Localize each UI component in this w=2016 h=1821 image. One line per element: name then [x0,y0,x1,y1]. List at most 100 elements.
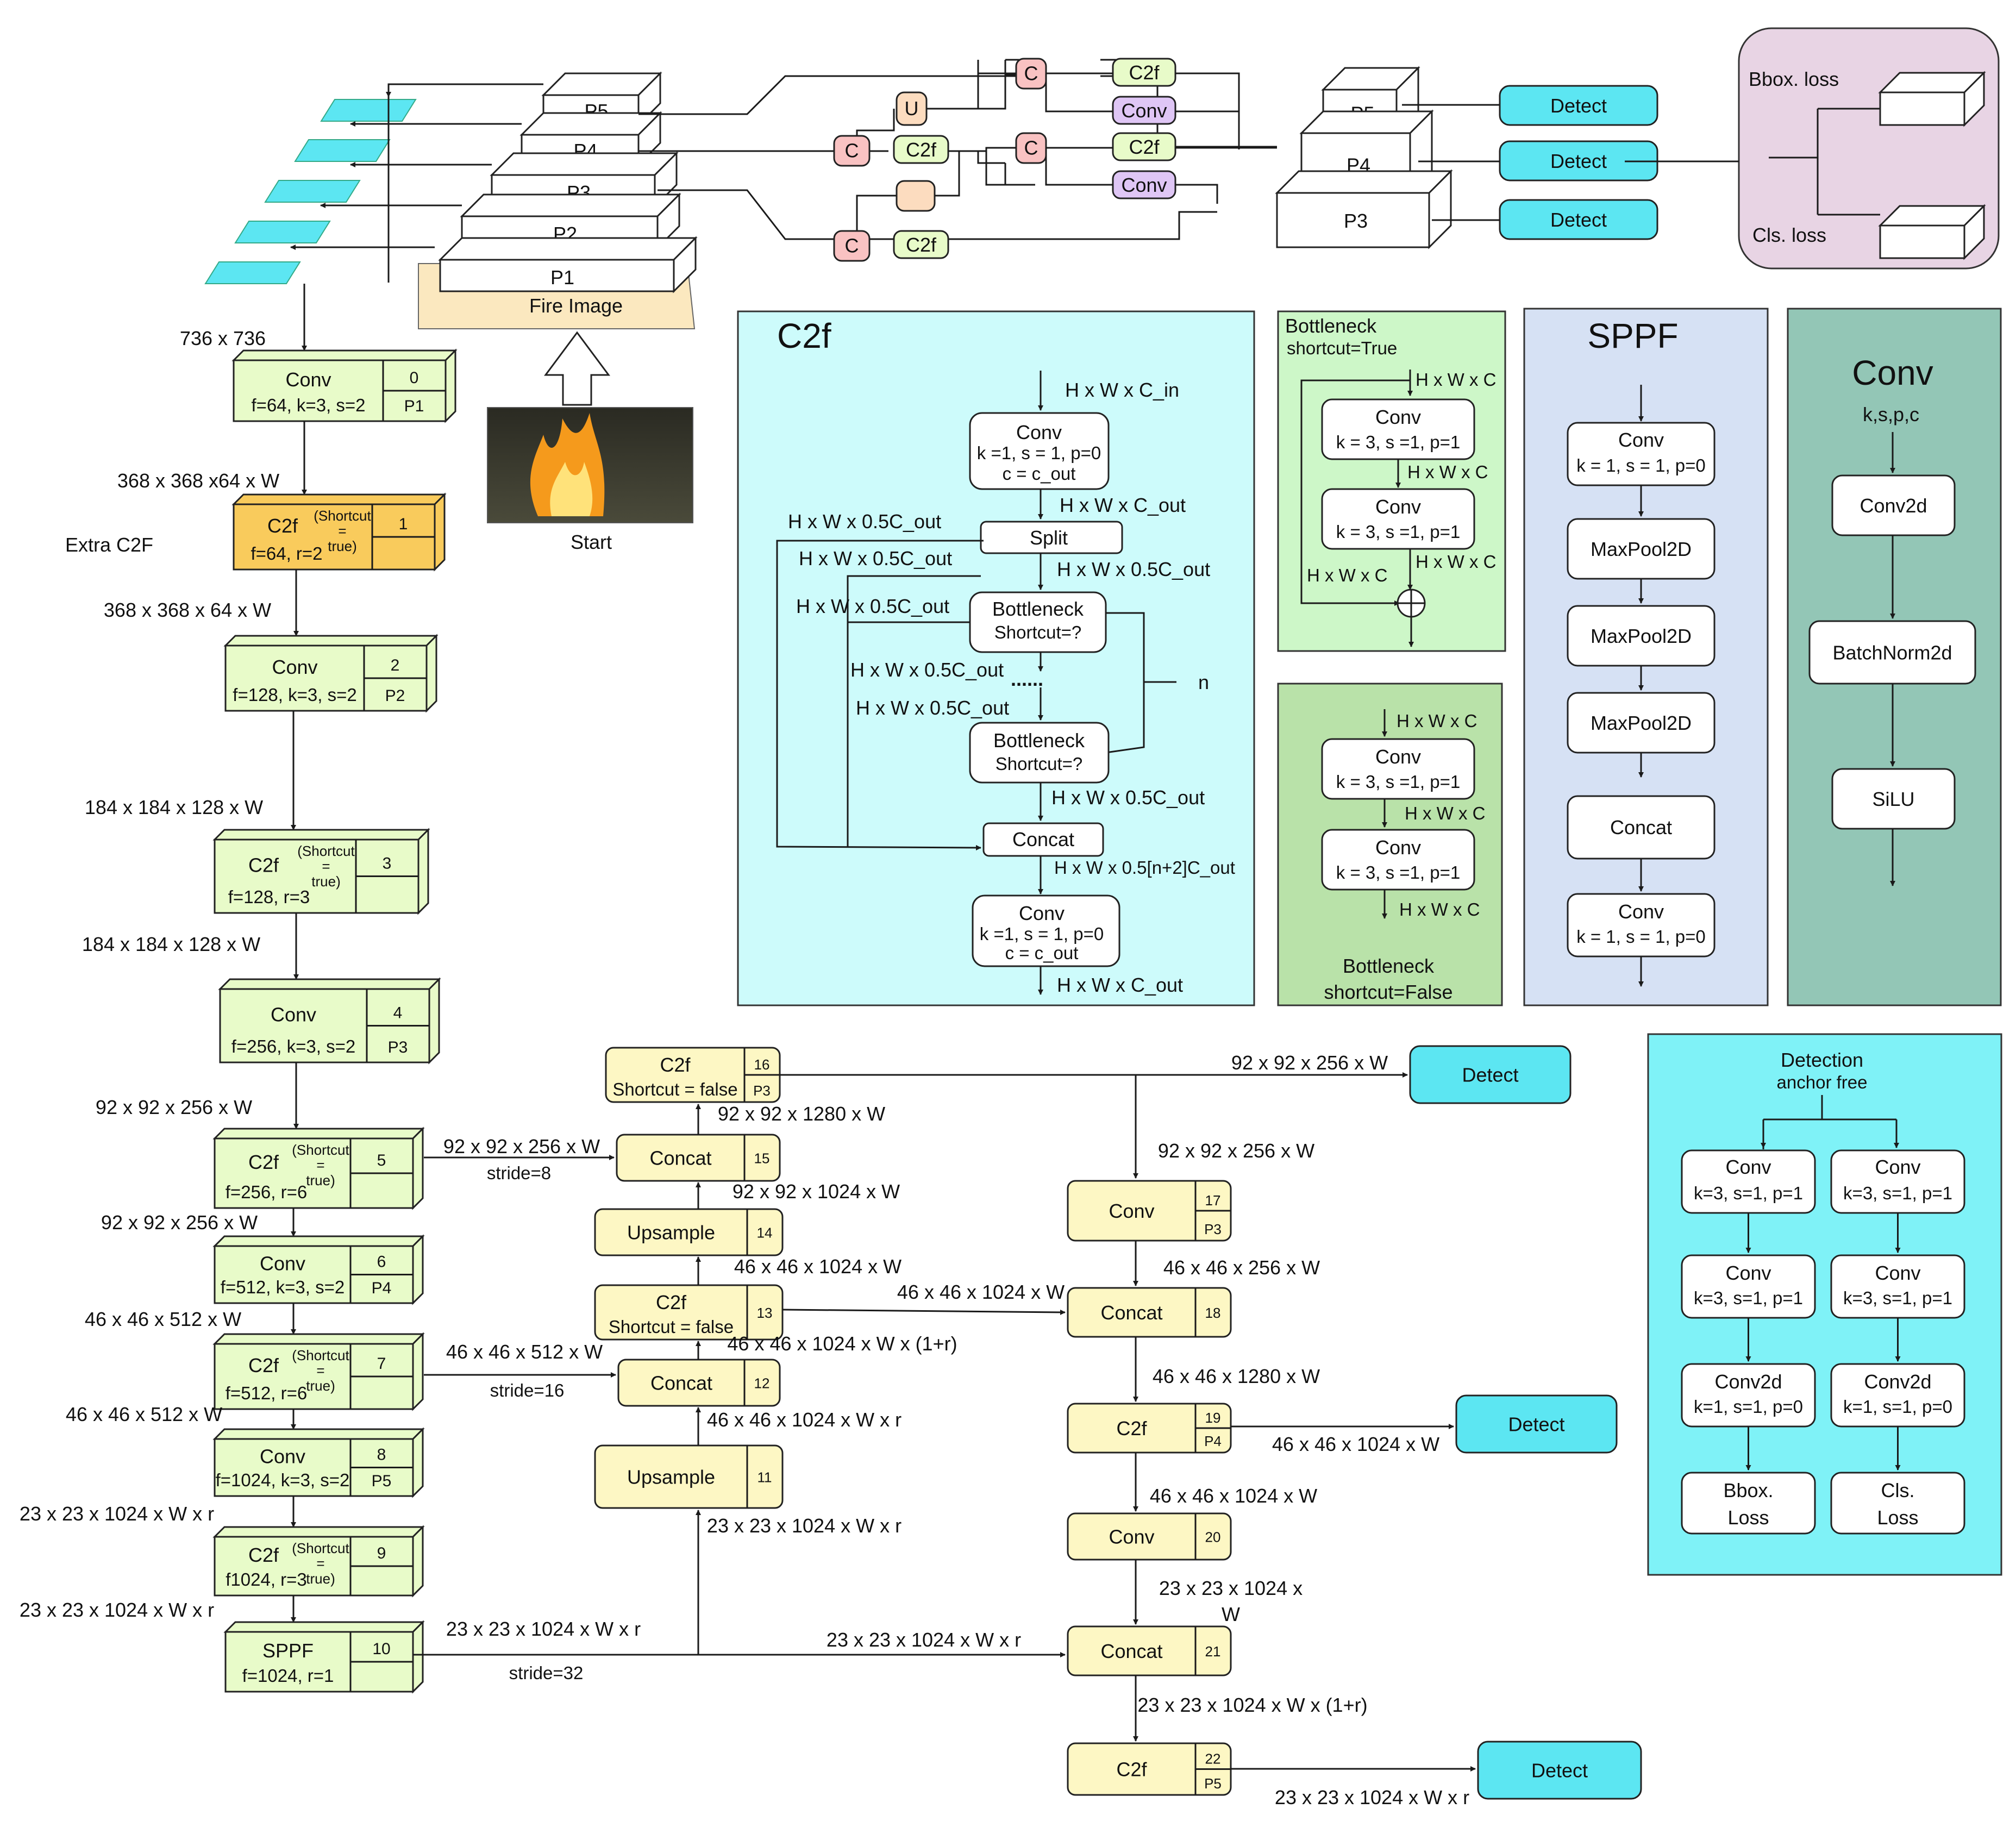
block-param: f=1024, r=1 [242,1666,334,1686]
feature-plane [294,139,391,162]
neck-label: Concat [650,1372,712,1394]
backbone-block-1-side [434,492,446,572]
block-name: C2f [267,515,298,537]
panel-title: Detection [1781,1049,1863,1071]
dim-label: H x W x 0.5C_out [1051,786,1205,809]
dim-label: 92 x 92 x 256 x W [96,1096,252,1118]
n-label: n [1198,671,1209,693]
block-param: f=512, r=6 [226,1383,307,1403]
stride-label: stride=8 [487,1163,551,1183]
detect-node [1477,1741,1642,1800]
extra-c2f-label: Extra C2F [65,534,153,556]
conv-chip-label: Conv [1121,174,1167,196]
c2f-chip [1112,132,1176,161]
bbox-loss-node [1681,1472,1816,1535]
block-param: f1024, r=3 [226,1569,307,1590]
node-param: k = 3, s =1, p=1 [1336,862,1460,883]
shortcut-note: true) [306,1172,335,1188]
dots-label: ...... [1011,668,1043,690]
node-label: Conv [1375,836,1421,859]
backbone-block-5-top [212,1128,425,1140]
feature-plane [320,99,417,122]
connector [386,83,543,97]
shortcut-note: = [316,1157,324,1173]
node-label: Bottleneck [992,598,1084,620]
node-label: Loss [1877,1506,1918,1529]
block-index: 6 [377,1253,386,1271]
neck-index: 21 [1205,1643,1221,1660]
c-node-label: C [845,235,859,257]
dim-label: 184 x 184 x 128 x W [85,796,263,818]
output-pyramid: P5P4P3DetectDetectDetect [1275,66,1739,249]
dim-label: 46 x 46 x 1024 x W [1150,1485,1317,1507]
dim-label: 46 x 46 x 1024 x W x r [707,1409,901,1431]
node-param: k = 1, s = 1, p=0 [1576,927,1706,947]
node-label: MaxPool2D [1591,625,1692,647]
bottleneck-conv-node [1321,738,1475,800]
conv-chip-label: Conv [1121,99,1167,122]
c-node-label: C [845,140,859,162]
backbone-block-0-top [231,349,458,361]
dim-label: 46 x 46 x 1024 x W [1272,1433,1439,1455]
neck-block-18-box [1067,1287,1232,1338]
bottleneck-true-panel [1277,310,1506,652]
block-name: C2f [248,854,279,877]
backbone-block-8-side [412,1427,424,1498]
block-param: f=256, k=3, s=2 [231,1036,355,1056]
detect-label: Detect [1531,1760,1588,1782]
dim-label: H x W x 0.5C_out [799,547,952,570]
dim-label: H x W x C [1416,552,1496,572]
node-param: c = c_out [1005,943,1079,963]
node-label: Conv [1019,902,1065,924]
dim-label: 92 x 92 x 256 x W [101,1211,258,1234]
cls-loss-block [1878,204,1986,260]
shortcut-note: (Shortcut [292,1347,349,1363]
shortcut-note: true) [306,1378,335,1394]
block-name: C2f [248,1354,279,1376]
block-name: Conv [285,368,331,391]
neck-label: C2f [1116,1417,1147,1440]
neck-index: 16 [754,1056,770,1073]
node-label: Conv [1618,429,1664,451]
node-label: Concat [1012,828,1074,850]
backbone-block-10-top [223,1621,425,1633]
block-index: 7 [377,1355,386,1373]
dim-label: H x W x 0.5C_out [1057,558,1210,580]
dim-label: H x W x C_out [1060,494,1186,516]
neck-label: Concat [649,1147,711,1169]
dim-label: H x W x C [1416,370,1496,390]
dim-label: 92 x 92 x 256 x W [1158,1140,1314,1162]
node-param: k =1, s = 1, p=0 [977,443,1101,463]
node-label: Conv [1375,746,1421,768]
dim-label: H x W x 0.5C_out [850,659,1004,681]
connector [847,575,981,847]
cls-loss-block-face [1879,224,1965,259]
node-label: MaxPool2D [1591,712,1692,734]
block-name: Conv [260,1445,305,1468]
block-p: P5 [372,1472,392,1490]
backbone-block-2-side [425,634,437,713]
node-param: c = c_out [1003,464,1076,484]
dim-label: 23 x 23 x 1024 x W x (1+r) [1137,1694,1367,1716]
neck-label: Upsample [627,1466,715,1488]
dim-label: H x W x 0.5C_out [796,595,949,617]
pyramid-block-p1-top [438,237,698,261]
node-param: k = 3, s =1, p=1 [1336,432,1460,452]
bottleneck-conv-node [1321,829,1475,891]
pyramid-block-p3-top [490,152,679,176]
dim-label: H x W x C [1405,803,1485,823]
block-name: SPPF [262,1639,314,1662]
backbone-block-0-side [444,348,456,423]
shortcut-note: (Shortcut [292,1142,349,1158]
node-label: Conv [1725,1156,1771,1178]
block-param: f=128, r=3 [228,887,310,907]
block-index: 5 [377,1152,386,1169]
